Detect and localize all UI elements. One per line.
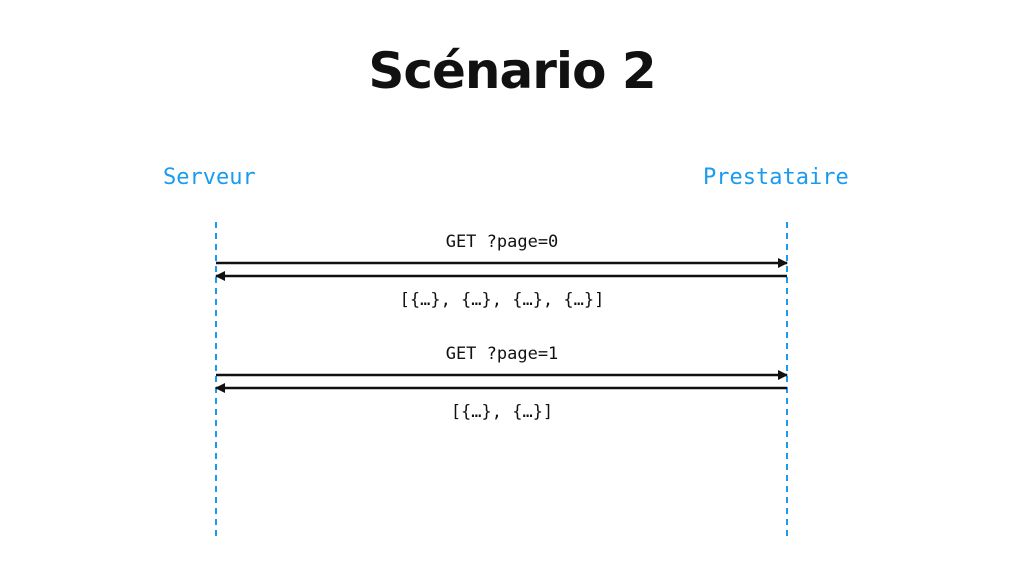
message-label-request-page-1: GET ?page=1 (445, 344, 559, 364)
message-label-response-page-1: [{…}, {…}] (450, 402, 554, 422)
page-title: Scénario 2 (368, 42, 656, 100)
actor-serveur-label: Serveur (163, 165, 256, 190)
message-label-response-page-0: [{…}, {…}, {…}, {…}] (399, 290, 605, 310)
actor-prestataire-label: Prestataire (703, 165, 849, 190)
message-label-request-page-0: GET ?page=0 (445, 232, 559, 252)
